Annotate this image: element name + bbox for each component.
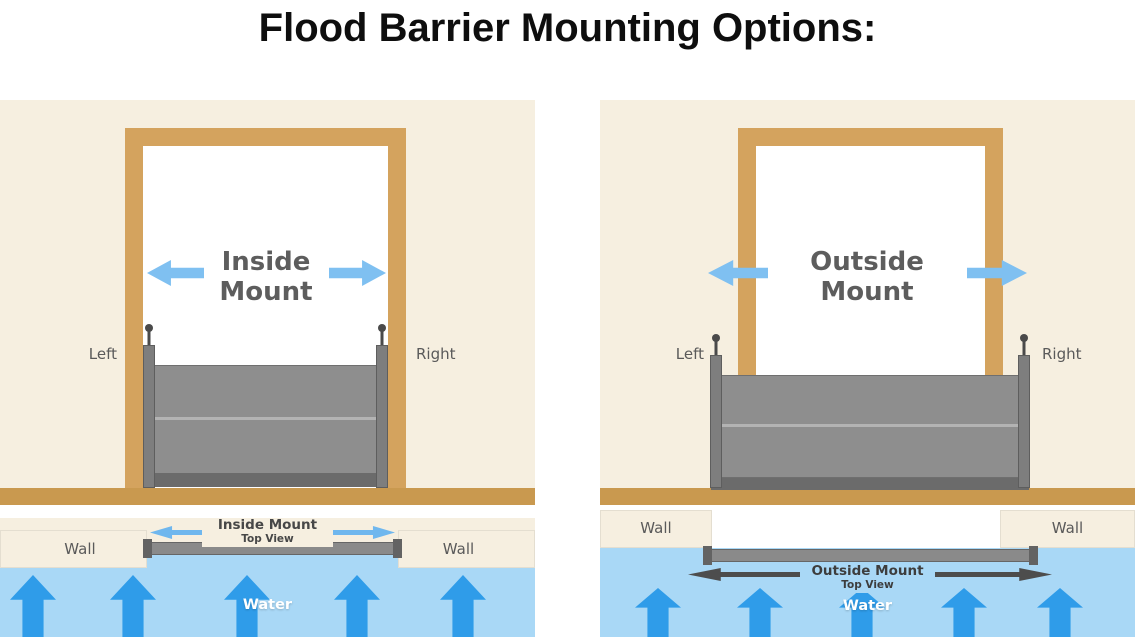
door-frame-left-leg (125, 128, 143, 488)
wall-right (1000, 510, 1135, 548)
top-view-title: Inside Mount (217, 518, 318, 533)
wall-left-label: Wall (640, 519, 672, 537)
wall-right-label: Wall (442, 540, 475, 558)
inside-mount-panel: Inside Mount Left Right (0, 100, 535, 637)
barrier-panel-divider (717, 424, 1023, 427)
barrier-panels (716, 375, 1024, 478)
wall-left-label: Wall (64, 540, 96, 558)
inside-front-view: Inside Mount Left Right (0, 100, 535, 505)
left-side-label: Left (88, 345, 117, 363)
top-view-caption: Inside Mount Top View (202, 518, 333, 547)
bar-end-cap-right (1029, 546, 1038, 565)
bar-end-cap-left (703, 546, 712, 565)
floor (0, 488, 535, 505)
mount-label: Outside Mount (810, 247, 924, 307)
bar-end-cap-left (143, 539, 152, 558)
wall-left (600, 510, 712, 548)
water-label: Water (242, 597, 293, 613)
door-frame-top (125, 128, 406, 146)
door-frame-top (738, 128, 1003, 146)
barrier-post-left (710, 355, 722, 488)
wall-left (0, 530, 147, 568)
bar-end-cap-right (393, 539, 402, 558)
barrier-panels (150, 365, 381, 474)
barrier-post-right (1018, 355, 1030, 488)
barrier-top-view-bar (707, 549, 1031, 562)
top-view-title: Outside Mount (811, 563, 924, 579)
water-label: Water (842, 598, 893, 614)
post-pin-left-icon (711, 334, 721, 356)
pin-stem-icon (1022, 340, 1026, 355)
top-view-subtitle: Top View (241, 533, 294, 545)
pin-ball-icon (145, 324, 153, 332)
barrier-base (711, 478, 1029, 490)
pin-ball-icon (712, 334, 720, 342)
left-side-label: Left (675, 345, 704, 363)
pin-stem-icon (714, 340, 718, 355)
wall-right-label: Wall (1051, 519, 1084, 537)
outside-front-view: Outside Mount Left Right (600, 100, 1135, 505)
wall-right (398, 530, 535, 568)
barrier-base (146, 473, 385, 487)
right-side-label: Right (416, 345, 456, 363)
pin-ball-icon (378, 324, 386, 332)
top-view-subtitle: Top View (841, 579, 894, 591)
post-pin-left-icon (144, 324, 154, 346)
water-gap-area (147, 554, 398, 568)
pin-ball-icon (1020, 334, 1028, 342)
post-pin-right-icon (377, 324, 387, 346)
outside-top-view: Outside Mount Top View Wall Wall Water (600, 510, 1135, 637)
door-frame-right-leg (388, 128, 406, 488)
post-pin-right-icon (1019, 334, 1029, 356)
page-title: Flood Barrier Mounting Options: (258, 6, 877, 50)
pin-stem-icon (147, 330, 151, 345)
barrier-post-right (376, 345, 388, 488)
outside-mount-panel: Outside Mount Left Right (600, 100, 1135, 637)
top-view-caption: Outside Mount Top View (800, 562, 935, 593)
right-side-label: Right (1042, 345, 1082, 363)
pin-stem-icon (380, 330, 384, 345)
barrier-panel-divider (151, 417, 380, 420)
floor (600, 488, 1135, 505)
mount-label: Inside Mount (219, 247, 313, 307)
inside-top-view: Inside Mount Top View Wall Wall Water (0, 518, 535, 637)
barrier-post-left (143, 345, 155, 488)
water-area (0, 568, 535, 637)
